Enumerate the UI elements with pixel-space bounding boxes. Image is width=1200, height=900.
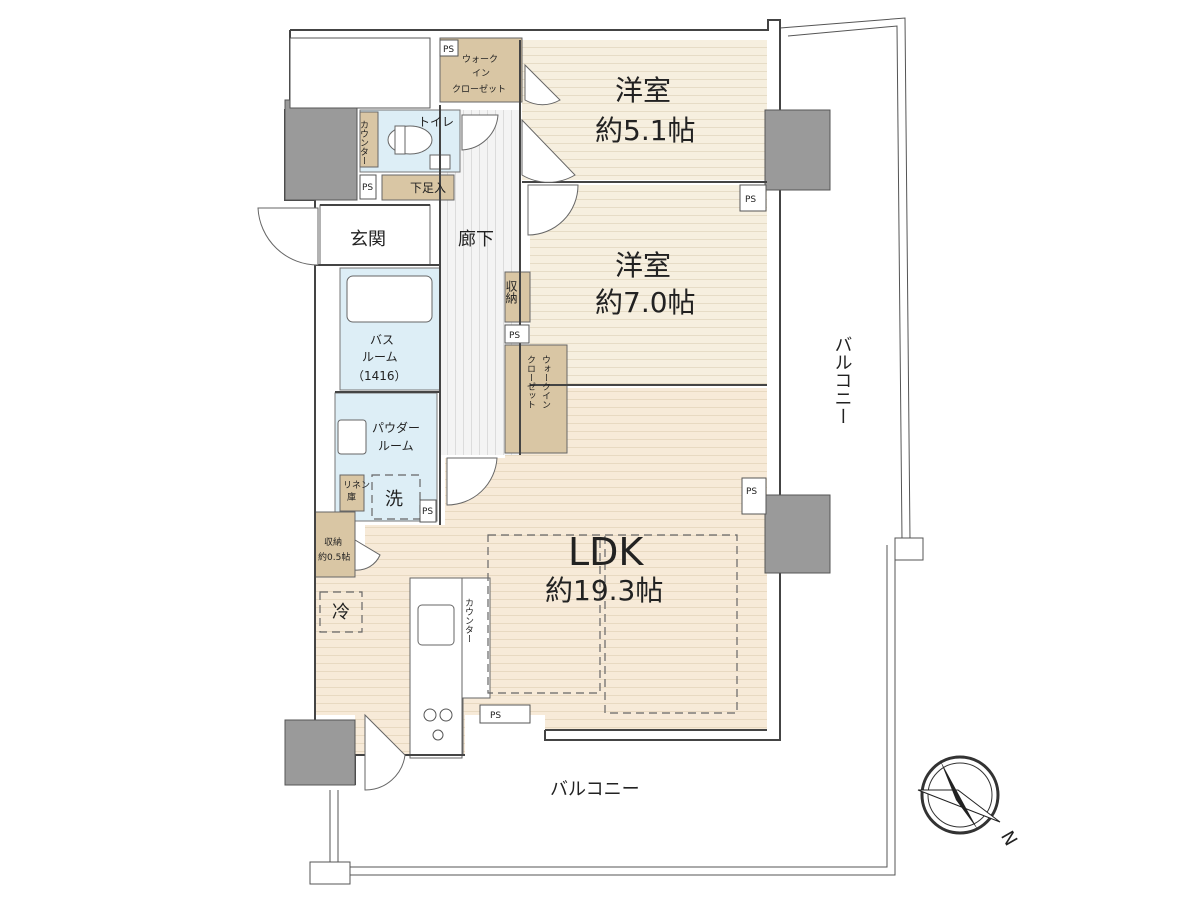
balcony-right-label: バルコニー <box>832 335 853 425</box>
wic-top-line2: イン <box>472 69 490 79</box>
western-room-2-floor <box>530 185 767 385</box>
ps-box-2 <box>359 174 377 200</box>
ps-box-1 <box>439 39 459 57</box>
counter-strip <box>461 577 491 699</box>
ldk-door-icon <box>446 457 498 506</box>
north-arrow-icon: N <box>917 755 1021 850</box>
storage-ldk-line2: 約0.5帖 <box>318 551 350 563</box>
kitchen-sink-icon <box>417 604 455 646</box>
washer-label: 洗 <box>385 489 403 510</box>
room1-size: 約5.1帖 <box>595 114 696 147</box>
western-room-1-floor <box>522 40 767 180</box>
bay-box <box>289 37 431 109</box>
ldk-size: 約19.3帖 <box>545 574 663 607</box>
counter-toilet-label: カウンター <box>358 120 369 165</box>
room-labels: 洋室 約5.1帖 洋室 約7.0帖 LDK 約19.3帖 玄関 廊下 トイレ カ… <box>318 54 853 800</box>
storage-ldk-line1: 収納 <box>324 536 342 548</box>
floors <box>315 40 767 755</box>
ldk-name: LDK <box>568 530 644 574</box>
ps-label-4: PS <box>509 331 520 341</box>
bathroom-line1: バス <box>370 333 394 347</box>
ps-box-5 <box>419 499 437 523</box>
furniture-outlines <box>487 534 738 714</box>
ps-label-3: PS <box>745 195 756 205</box>
wic-top-line3: クローゼット <box>452 83 506 95</box>
ps-boxes: PS PS PS PS PS PS PS <box>359 39 767 724</box>
fridge-label: 冷 <box>332 602 350 623</box>
wic-mid-line2: クローゼット <box>525 355 536 409</box>
column-sw <box>284 719 356 786</box>
balcony-door-icon <box>364 713 406 791</box>
storage-ldk-box <box>314 511 356 578</box>
wic-mid-line1: ウォークイン <box>540 355 551 409</box>
wic-mid-box <box>504 344 568 454</box>
room2-size: 約7.0帖 <box>595 286 696 319</box>
room2-name: 洋室 <box>615 249 671 282</box>
walls <box>284 19 831 786</box>
storage-door-icon <box>354 539 381 571</box>
bathroom-line3: （1416） <box>352 369 407 383</box>
ps-box-6 <box>741 477 767 515</box>
entrance-door-icon <box>257 207 319 266</box>
hallway-label: 廊下 <box>458 229 494 250</box>
ps-box-7 <box>479 704 531 724</box>
entrance-floor <box>319 204 431 266</box>
ps-label-2: PS <box>362 183 373 193</box>
washer-area <box>371 474 421 520</box>
sink-icon <box>337 419 367 455</box>
room1-name: 洋室 <box>615 74 671 107</box>
shoe-storage-label: 下足入 <box>410 181 446 195</box>
counter-toilet-box <box>359 111 379 168</box>
kitchen-counter-label: カウンター <box>463 598 474 643</box>
room2-door-icon <box>527 184 579 236</box>
toilet-label: トイレ <box>418 115 454 129</box>
linen-line2: 庫 <box>347 491 356 503</box>
powder-line2: ルーム <box>378 439 414 453</box>
shoe-storage-box <box>381 174 455 201</box>
ps-box-3 <box>739 184 767 212</box>
ps-label-7: PS <box>490 711 501 721</box>
wic-top-door-icon <box>524 63 561 106</box>
ps-label-1: PS <box>443 45 454 55</box>
linen-box <box>339 474 365 512</box>
linen-line1: リネン <box>343 480 370 491</box>
ps-label-5: PS <box>422 507 433 517</box>
entrance-label: 玄関 <box>350 229 386 250</box>
column-nw <box>284 99 358 201</box>
balcony-outline <box>309 17 924 885</box>
ps-box-4 <box>504 324 530 344</box>
dining-area-outline <box>487 534 601 694</box>
column-e2 <box>764 494 831 574</box>
storage-hall-label: 収納 <box>504 280 518 304</box>
toilet-door-icon <box>461 114 499 151</box>
room1-door-icon <box>521 118 576 183</box>
storage-hall-box <box>504 271 531 323</box>
ps-label-6: PS <box>746 487 757 497</box>
doors <box>257 63 579 791</box>
powder-line1: パウダー <box>372 420 420 435</box>
north-label: N <box>996 827 1021 849</box>
bathtub-icon <box>346 275 433 323</box>
column-e1 <box>764 109 831 191</box>
bathroom-line2: ルーム <box>362 350 398 364</box>
burner-icon <box>423 708 437 722</box>
wic-top-line1: ウォーク <box>462 54 498 65</box>
kitchen <box>319 577 491 759</box>
closets <box>314 37 568 756</box>
balcony-bottom-label: バルコニー <box>550 779 640 800</box>
living-area-outline <box>604 534 738 714</box>
fridge-space <box>319 591 363 633</box>
